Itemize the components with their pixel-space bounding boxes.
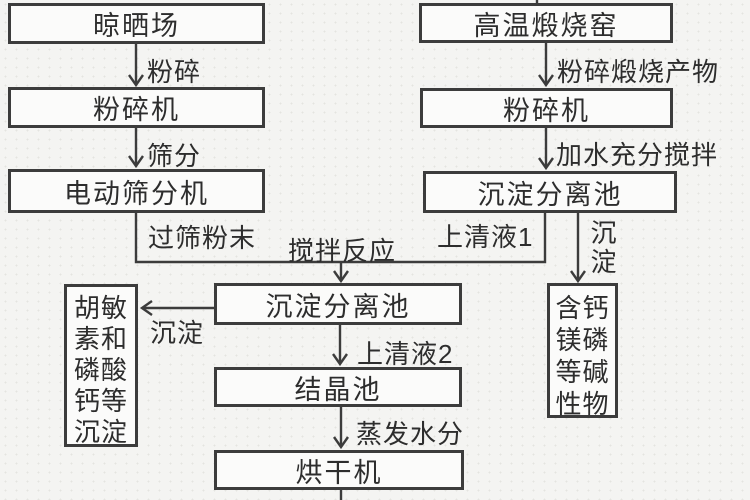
edge-sieve <box>128 128 144 169</box>
label-sieved-powder: 过筛粉末 <box>148 223 257 253</box>
edge-crush <box>128 43 144 88</box>
edge-add-water <box>538 128 554 171</box>
label-sieve: 筛分 <box>147 141 202 171</box>
box-alkaline-product: 含钙镁磷等碱性物 <box>547 283 618 419</box>
label-supernatant-1: 上清液1 <box>437 222 534 252</box>
edge-supernatant-2 <box>332 325 348 367</box>
label-supernatant-2: 上清液2 <box>357 339 454 369</box>
edge-sediment-right <box>570 213 586 284</box>
box-crusher-right: 粉碎机 <box>420 88 673 128</box>
box-crystallization-pool: 结晶池 <box>214 367 462 407</box>
label-crushed-calcined-product: 粉碎煅烧产物 <box>557 57 720 87</box>
box-drying-field: 晾晒场 <box>8 3 265 44</box>
box-settling-pool-right: 沉淀分离池 <box>423 171 677 213</box>
box-electric-sieve: 电动筛分机 <box>8 169 265 213</box>
box-settling-pool-mid: 沉淀分离池 <box>214 283 462 325</box>
label-add-water-full-stir: 加水充分搅拌 <box>556 140 719 170</box>
box-crusher-left: 粉碎机 <box>8 87 265 128</box>
box-dryer: 烘干机 <box>214 450 464 490</box>
label-evaporate-water: 蒸发水分 <box>356 419 465 449</box>
label-stir-reaction: 搅拌反应 <box>288 236 397 266</box>
box-humin-precipitate: 胡敏素和磷酸钙等沉淀 <box>64 284 138 447</box>
label-sediment-to-alkaline: 沉淀 <box>590 218 618 277</box>
edge-evaporate <box>333 407 349 450</box>
box-kiln: 高温煅烧窑 <box>419 3 673 43</box>
label-crush: 粉碎 <box>147 57 202 87</box>
label-sediment-to-humin: 沉淀 <box>150 318 205 348</box>
edge-crushed-calcined <box>538 43 554 88</box>
